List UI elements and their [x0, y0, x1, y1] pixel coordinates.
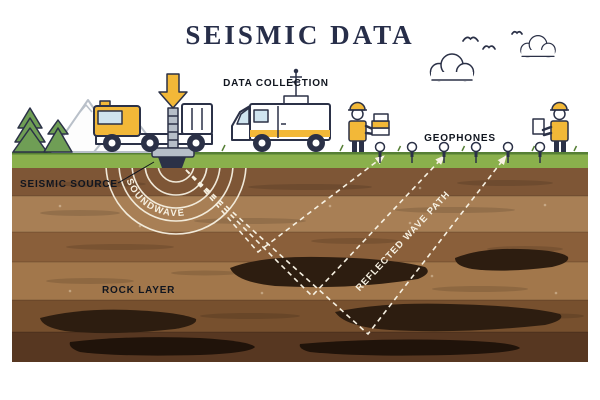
vibrator-plate — [151, 147, 195, 158]
van-stripe — [250, 130, 330, 137]
worker-leg — [359, 141, 364, 152]
rock-layer-label: ROCK LAYER — [102, 285, 175, 296]
rock-lens — [40, 309, 197, 334]
reflected-wave-arrow-icon — [185, 155, 385, 254]
source-coupling — [158, 157, 186, 168]
rock-lens — [335, 303, 562, 332]
worker-with-boxes-icon — [348, 101, 390, 152]
cloud-icon — [429, 53, 475, 82]
tablet-icon — [532, 118, 545, 135]
rock-lens — [299, 339, 520, 356]
cab-window — [97, 110, 123, 125]
geophone-icon — [438, 141, 450, 163]
soil-streaks — [40, 180, 584, 319]
vibrator-mast — [167, 107, 179, 149]
worker-arm — [542, 131, 553, 137]
rock-lens — [69, 337, 255, 356]
soundwave-arcs-icon — [105, 168, 247, 235]
rock-lens — [455, 248, 569, 271]
seismic-source-label: SEISMIC SOURCE — [20, 179, 118, 190]
reflected-wave-arrow-icon — [185, 155, 445, 298]
soil-band-2 — [12, 196, 588, 232]
geophones-label: GEOPHONES — [424, 133, 496, 144]
seismic-source-leader-line — [117, 161, 155, 184]
geophone-icon — [534, 141, 546, 163]
seismic-source-truck — [93, 100, 213, 168]
geophone-icon — [374, 141, 386, 163]
worker-leg — [352, 141, 357, 152]
reflected-wave-paths — [185, 155, 507, 336]
van-side-window — [253, 109, 269, 123]
windshield — [236, 107, 250, 125]
geophones-row — [374, 141, 546, 163]
van-wheels — [253, 134, 325, 152]
data-collection-van — [231, 68, 331, 152]
mast-rungs — [168, 115, 178, 141]
worker-leg — [554, 141, 559, 152]
reflected-wave-arrow-icon — [185, 155, 507, 336]
geophone-icon — [470, 141, 482, 163]
antenna-icon — [290, 68, 302, 96]
pine-tree-icon — [43, 119, 73, 153]
soil-layers — [12, 168, 588, 362]
pine-tree-icon — [12, 107, 48, 153]
worker-vest — [550, 120, 569, 142]
worker-leg — [561, 141, 566, 152]
down-arrow-icon — [158, 73, 188, 109]
page-title: SEISMIC DATA — [185, 20, 414, 50]
rock-lenses — [40, 248, 569, 356]
geophone-icon — [406, 141, 418, 163]
worker-arm — [541, 125, 553, 132]
rock-lens — [230, 256, 428, 288]
worker-with-tablet-icon — [532, 101, 569, 152]
bird-icon — [462, 30, 523, 50]
equipment-boxes — [371, 113, 390, 136]
geophone-icon — [502, 141, 514, 163]
worker-vest — [348, 120, 367, 142]
cloud-icon — [520, 34, 556, 58]
truck-rear-body — [181, 103, 213, 135]
roof-rack — [283, 95, 309, 105]
truck-wheels — [103, 134, 205, 152]
data-collection-label: DATA COLLECTION — [223, 78, 329, 89]
